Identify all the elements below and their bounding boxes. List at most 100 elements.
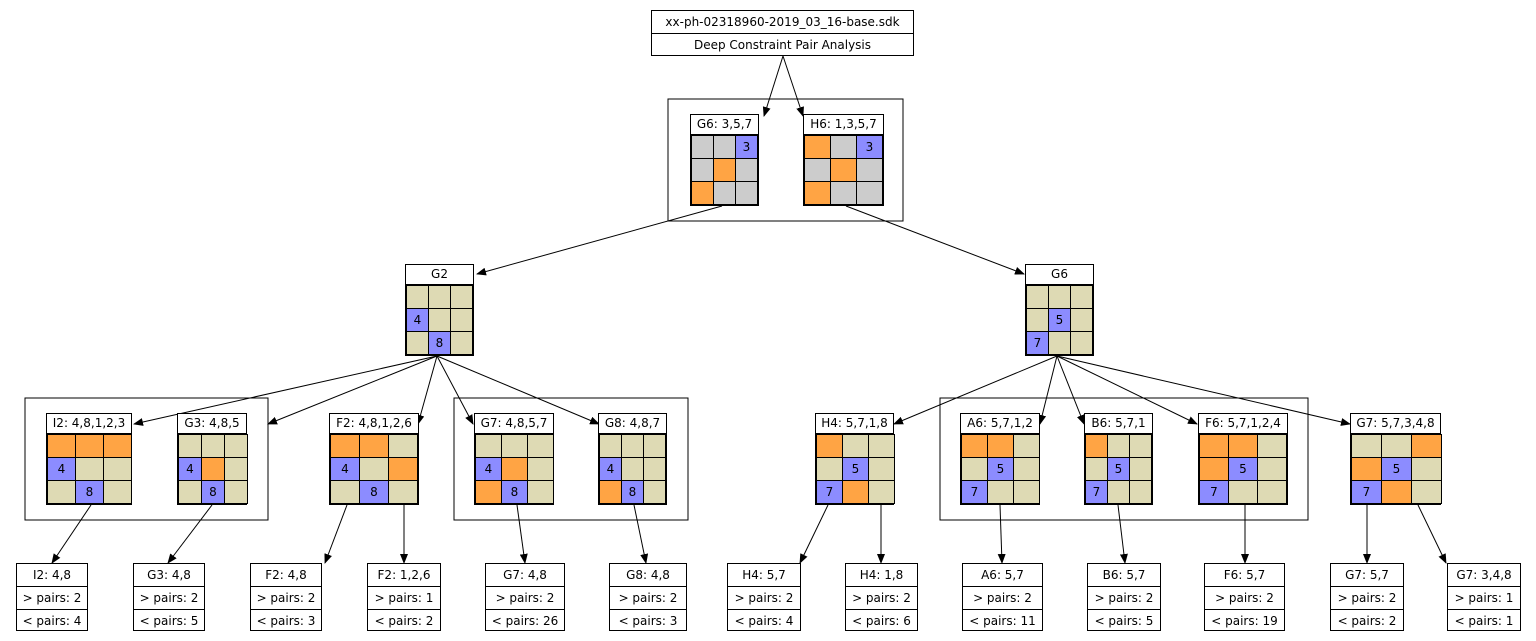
leaf-g7-5-7[interactable]: G7: 5,7> pairs: 2< pairs: 2	[1330, 563, 1404, 631]
grid-cell	[1381, 480, 1412, 504]
grid-cell	[406, 285, 429, 309]
edge-arrow	[516, 504, 528, 564]
edge-arrow	[845, 205, 1025, 275]
node-label: A6: 5,7,1,2	[961, 414, 1039, 434]
grid-cell: 8	[428, 331, 451, 355]
leaf-b6-5-7[interactable]: B6: 5,7> pairs: 2< pairs: 5	[1087, 563, 1161, 631]
leaf-title: G7: 3,4,8	[1456, 568, 1512, 582]
grid-cell	[713, 158, 736, 182]
grid-cell	[987, 434, 1014, 458]
grid-cell	[804, 158, 831, 182]
grid-cell	[1228, 480, 1258, 504]
grid-cell: 5	[987, 457, 1014, 481]
grid-cell	[103, 480, 132, 504]
grid-cell	[1199, 434, 1229, 458]
grid-cell: 5	[1107, 457, 1130, 481]
leaf-f6-5-7[interactable]: F6: 5,7> pairs: 2< pairs: 19	[1204, 563, 1285, 631]
grid-cell	[1411, 434, 1442, 458]
cluster-i2-g3	[24, 397, 269, 521]
leaf-a6-5-7[interactable]: A6: 5,7> pairs: 2< pairs: 11	[962, 563, 1043, 631]
grid-cell	[1257, 457, 1287, 481]
leaf-i2-4-8[interactable]: I2: 4,8> pairs: 2< pairs: 4	[16, 563, 88, 631]
grid-cell	[388, 480, 418, 504]
header-filename: xx-ph-02318960-2019_03_16-base.sdk	[665, 15, 900, 29]
leaf-f2-4-8[interactable]: F2: 4,8> pairs: 2< pairs: 3	[250, 563, 322, 631]
grid-cell	[1129, 480, 1152, 504]
leaf-g8-4-8[interactable]: G8: 4,8> pairs: 2< pairs: 3	[609, 563, 687, 631]
grid-cell	[1013, 457, 1040, 481]
grid-cell: 7	[1026, 331, 1049, 355]
grid-cell	[1026, 308, 1049, 332]
grid-cell	[621, 434, 644, 458]
leaf-gt-pairs: > pairs: 1	[1448, 586, 1520, 609]
grid-cell: 8	[75, 480, 104, 504]
leaf-g3-4-8[interactable]: G3: 4,8> pairs: 2< pairs: 5	[133, 563, 205, 631]
leaf-g7-3-4-8[interactable]: G7: 3,4,8> pairs: 1< pairs: 1	[1447, 563, 1521, 631]
leaf-gt-pairs: > pairs: 2	[1088, 586, 1160, 609]
edge-arrow	[1038, 355, 1058, 425]
leaf-title: F2: 4,8	[265, 568, 307, 582]
grid-cell	[103, 434, 132, 458]
leaf-title: G3: 4,8	[147, 568, 191, 582]
grid-cell: 4	[47, 457, 76, 481]
grid-cell	[842, 434, 869, 458]
grid-cell	[75, 434, 104, 458]
grid-cell	[599, 480, 622, 504]
grid-cell	[406, 331, 429, 355]
leaf-gt-pairs: > pairs: 2	[846, 586, 917, 609]
grid-cell: 4	[406, 308, 429, 332]
node-label: G2	[406, 265, 473, 285]
grid-cell	[643, 457, 666, 481]
edges	[51, 55, 1447, 564]
node-label: H6: 1,3,5,7	[804, 115, 883, 135]
leaf-title: G7: 5,7	[1345, 568, 1389, 582]
grid-cell: 8	[621, 480, 644, 504]
node-label: G8: 4,8,7	[599, 414, 666, 434]
grid-cell: 4	[330, 457, 360, 481]
grid-cell	[713, 135, 736, 159]
node-label: G7: 5,7,3,4,8	[1351, 414, 1440, 434]
edge-arrow	[762, 55, 784, 117]
grid-cell: 8	[359, 480, 389, 504]
grid-cell	[961, 457, 988, 481]
grid-cell	[868, 434, 895, 458]
leaf-gt-pairs: > pairs: 2	[17, 586, 87, 609]
grid-cell	[428, 285, 451, 309]
leaf-h4-1-8[interactable]: H4: 1,8> pairs: 2< pairs: 6	[845, 563, 918, 631]
leaf-h4-5-7[interactable]: H4: 5,7> pairs: 2< pairs: 4	[727, 563, 801, 631]
leaf-lt-pairs: < pairs: 11	[963, 609, 1042, 632]
grid-cell	[527, 457, 554, 481]
node-label: F6: 5,7,1,2,4	[1199, 414, 1287, 434]
grid-cell	[1070, 285, 1093, 309]
edge-arrow	[436, 355, 600, 425]
leaf-f2-1-2-6[interactable]: F2: 1,2,6> pairs: 1< pairs: 2	[367, 563, 441, 631]
grid-cell: 8	[501, 480, 528, 504]
leaf-g7-4-8[interactable]: G7: 4,8> pairs: 2< pairs: 26	[485, 563, 565, 631]
grid-cell	[527, 434, 554, 458]
edge-arrow	[1056, 355, 1085, 425]
grid-cell	[527, 480, 554, 504]
grid-cell	[1048, 331, 1071, 355]
leaf-lt-pairs: < pairs: 19	[1205, 609, 1284, 632]
grid-cell	[735, 158, 758, 182]
grid-cell	[330, 434, 360, 458]
